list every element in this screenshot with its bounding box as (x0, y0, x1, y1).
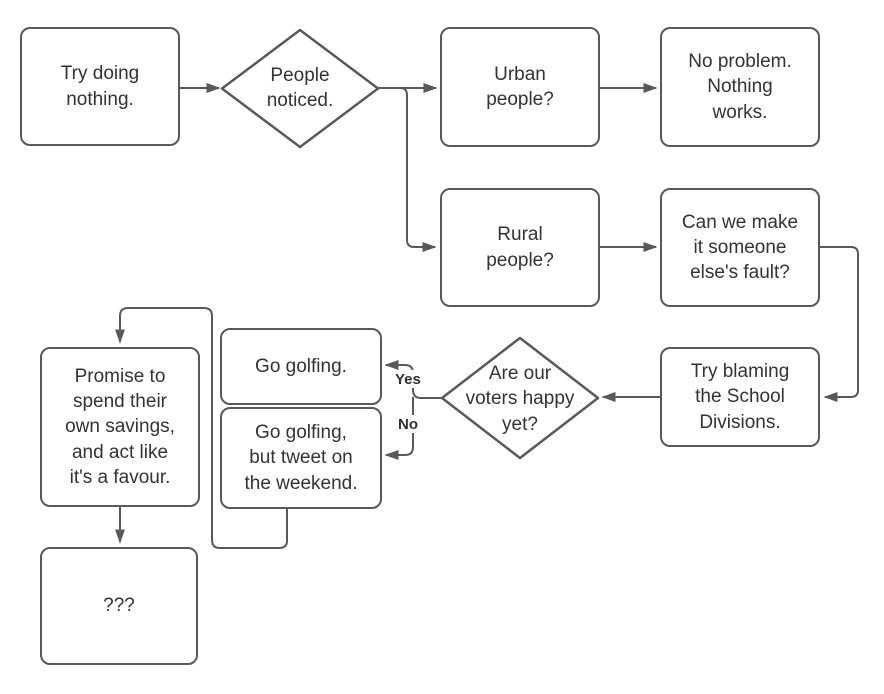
edge-label-no: No (396, 415, 420, 433)
node-voters-happy-label: Are our voters happy yet? (465, 363, 575, 435)
node-go-golfing: Go golfing. (220, 328, 382, 405)
node-urban-people: Urban people? (440, 27, 600, 147)
edge-peoplenoticed-rural (388, 87, 437, 252)
node-someone-elses-fault: Can we make it someone else's fault? (660, 188, 820, 307)
node-promise-savings: Promise to spend their own savings, and … (40, 347, 200, 507)
edge-label-yes: Yes (393, 370, 423, 388)
node-try-doing-nothing: Try doing nothing. (20, 27, 180, 146)
edge-votershappy-golftweet-no (384, 397, 414, 460)
node-voters-happy-shape (440, 336, 600, 460)
node-go-golfing-tweet: Go golfing, but tweet on the weekend. (220, 407, 382, 509)
node-rural-people: Rural people? (440, 188, 600, 307)
edge-golftweet-promise (115, 307, 288, 549)
edge-fault-blame (820, 246, 859, 402)
node-question-marks: ??? (40, 547, 198, 665)
node-no-problem: No problem. Nothing works. (660, 27, 820, 147)
node-people-noticed-shape (220, 28, 380, 149)
node-try-blaming-school-divisions: Try blaming the School Divisions. (660, 347, 820, 447)
node-people-noticed-label: People noticed. (266, 64, 334, 111)
